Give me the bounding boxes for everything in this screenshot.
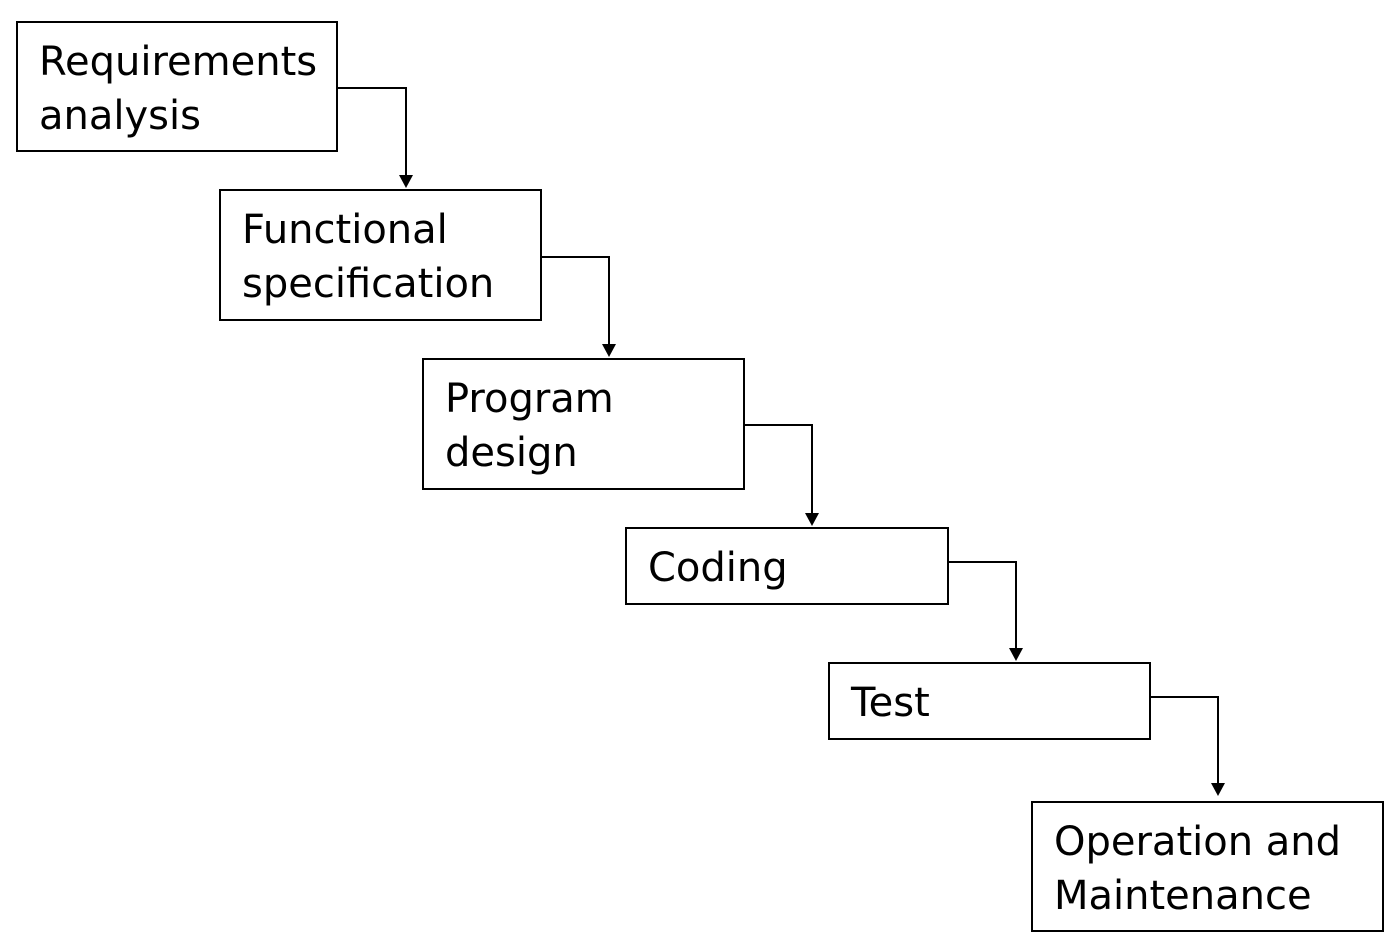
arrow-test-to-operation [1151, 696, 1219, 788]
stage-operation-and-maintenance: Operation and Maintenance [1031, 801, 1384, 932]
stage-label-line: Requirements [39, 39, 318, 85]
arrowhead-5 [1211, 783, 1225, 796]
stage-coding: Coding [625, 527, 949, 605]
stage-label-line: Maintenance [1054, 873, 1312, 919]
stage-label-line: Program [445, 376, 614, 422]
arrow-coding-to-test [949, 561, 1017, 653]
stage-functional-specification: Functional specification [219, 189, 542, 321]
stage-label-line: Coding [648, 545, 788, 591]
stage-label-line: specification [242, 261, 495, 307]
arrowhead-2 [602, 344, 616, 357]
stage-program-design: Program design [422, 358, 745, 490]
stage-requirements-analysis: Requirements analysis [16, 21, 338, 152]
stage-label-line: Functional [242, 207, 448, 253]
arrowhead-3 [805, 513, 819, 526]
stage-label-line: analysis [39, 93, 201, 139]
arrow-functional-to-program-design [542, 256, 610, 349]
stage-label-line: Test [851, 680, 930, 726]
stage-label-line: Operation and [1054, 819, 1342, 865]
stage-label-line: design [445, 430, 578, 476]
arrow-requirements-to-functional [338, 87, 407, 180]
arrowhead-4 [1009, 648, 1023, 661]
stage-test: Test [828, 662, 1151, 740]
arrow-program-design-to-coding [745, 424, 813, 518]
arrowhead-1 [399, 175, 413, 188]
